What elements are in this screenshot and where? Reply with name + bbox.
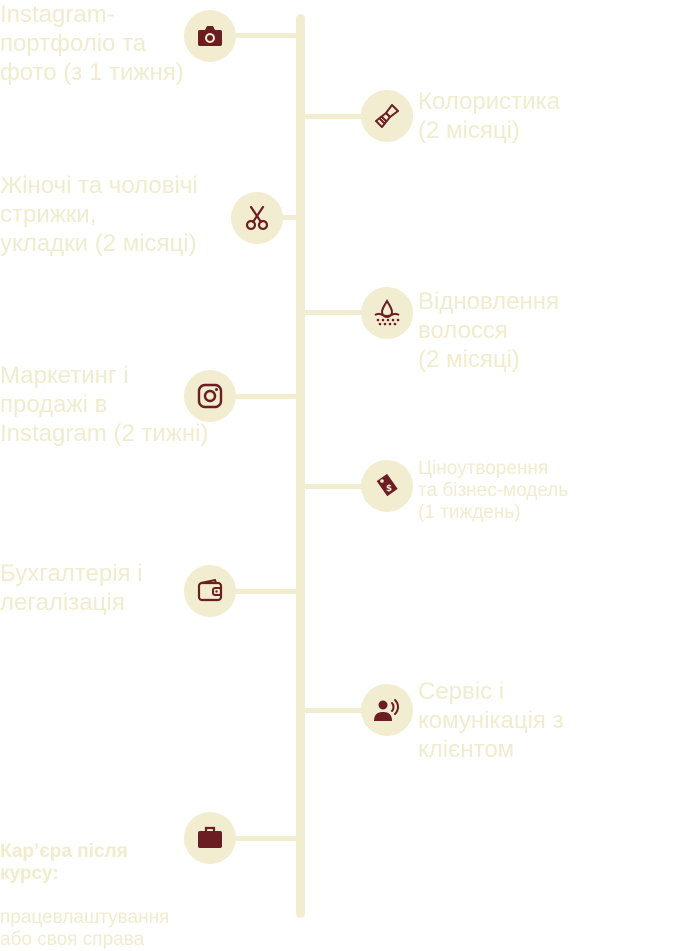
connector xyxy=(304,310,368,315)
timeline-spine xyxy=(296,14,305,918)
svg-text:$: $ xyxy=(386,484,392,494)
timeline-label: Колористика (2 місяці) xyxy=(418,88,560,144)
hair-drop-icon xyxy=(374,299,400,326)
timeline-node xyxy=(361,287,413,339)
instagram-icon xyxy=(197,383,223,409)
timeline-node xyxy=(184,812,236,864)
connector xyxy=(232,589,298,594)
scissors-icon xyxy=(245,205,269,231)
connector xyxy=(304,708,368,713)
price-tag-icon: $ xyxy=(376,473,398,497)
timeline-label: Бухгалтерія і легалізація xyxy=(0,560,143,616)
timeline-label: Ціноутворення та бізнес-модель (1 тижден… xyxy=(418,458,569,523)
career-title: Кар’єра після курсу: xyxy=(0,841,128,884)
briefcase-icon xyxy=(198,826,222,848)
connector xyxy=(232,394,298,399)
timeline-node xyxy=(231,192,283,244)
timeline-node xyxy=(184,565,236,617)
timeline-node xyxy=(361,90,413,142)
client-speaking-icon xyxy=(374,699,399,721)
timeline-label: Жіночі та чоловічі стрижки, укладки (2 м… xyxy=(0,172,198,257)
connector xyxy=(304,484,368,489)
timeline-node: $ xyxy=(361,460,413,512)
timeline-label: Instagram- портфоліо та фото (з 1 тижня) xyxy=(0,1,184,86)
career-text: працевлаштування або своя справа xyxy=(0,907,170,950)
wallet-icon xyxy=(197,578,223,602)
timeline-label: Сервіс і комунікація з клієнтом xyxy=(418,678,564,763)
connector xyxy=(232,836,298,841)
timeline-label: Кар’єра після курсу: працевлаштування аб… xyxy=(0,819,169,951)
connector xyxy=(232,33,298,38)
paintbrush-icon xyxy=(375,104,399,128)
timeline-label: Маркетинг і продажі в Instagram (2 тижні… xyxy=(0,362,209,447)
connector xyxy=(304,114,368,119)
timeline-node xyxy=(361,684,413,736)
timeline-node xyxy=(184,10,236,62)
connector xyxy=(280,215,298,220)
timeline-node xyxy=(184,370,236,422)
camera-icon xyxy=(198,26,222,46)
timeline-label: Відновлення волосся (2 місяці) xyxy=(418,288,559,373)
